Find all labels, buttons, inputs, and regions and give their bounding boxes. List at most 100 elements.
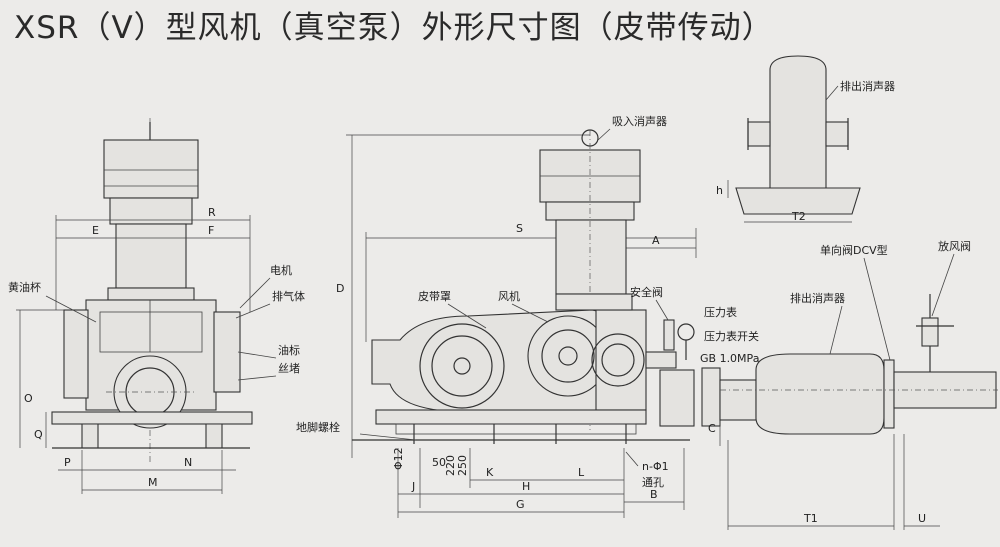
blower-housing <box>595 309 647 411</box>
blower-shaft <box>558 346 578 366</box>
side-view: R E F O Q P N M 黄油杯 电机 <box>8 118 305 494</box>
leader-motor <box>239 277 271 309</box>
label-oil-mark: 油标 <box>278 343 300 357</box>
leader-exhaust-top <box>825 85 839 101</box>
leader-exhaust-silencer <box>829 305 843 355</box>
label-gb-thread: GB 1.0MPa <box>700 352 759 365</box>
dim-R: R <box>208 206 216 219</box>
dim-T2: T2 <box>791 210 806 223</box>
leader-anchor-bolt <box>359 433 417 441</box>
blower-top-flange <box>555 293 633 311</box>
side-end-cover-right <box>213 311 241 393</box>
dim-E: E <box>92 224 99 237</box>
dim-T1: T1 <box>803 512 818 525</box>
vent-valve-body <box>921 317 939 347</box>
leader-holes <box>625 451 639 467</box>
label-anchor-bolt: 地脚螺栓 <box>296 420 340 434</box>
leader-fan <box>511 303 549 323</box>
dim-220: 220 <box>444 455 457 476</box>
label-through-hole: 通孔 <box>642 476 664 489</box>
dim-G: G <box>516 498 525 511</box>
dim-A: A <box>652 234 660 247</box>
dim-S: S <box>516 222 523 235</box>
dim-O: O <box>24 392 33 405</box>
label-exhaust-body: 排气体 <box>272 289 305 303</box>
dim-H: H <box>522 480 530 493</box>
label-exhaust-silencer-top: 排出消声器 <box>840 79 895 93</box>
blower-end-ring <box>541 329 595 383</box>
label-gauge-switch: 压力表开关 <box>704 329 759 343</box>
motor-shaft <box>453 357 471 375</box>
side-intake-pipe <box>115 223 187 289</box>
label-belt-cover: 皮带罩 <box>418 290 451 303</box>
side-end-cover-left <box>63 309 89 399</box>
intake-pipe <box>555 219 627 295</box>
leader-oil-cup <box>45 295 97 323</box>
leader-safety-valve <box>655 299 669 321</box>
label-oil-cup: 黄油杯 <box>8 280 41 294</box>
dim-250: 250 <box>456 455 469 476</box>
leader-oil-mark <box>237 351 277 359</box>
leader-check-valve <box>863 257 891 361</box>
label-motor: 电机 <box>270 263 292 277</box>
outlet-elbow <box>659 369 695 427</box>
side-flange <box>107 287 195 301</box>
side-silencer <box>103 139 199 199</box>
label-exhaust-silencer: 排出消声器 <box>790 291 845 305</box>
exhaust-silencer-column <box>769 55 827 189</box>
dim-M: M <box>148 476 158 489</box>
exhaust-foundation <box>735 187 861 215</box>
label-plug: 丝堵 <box>278 361 300 375</box>
base-rail <box>395 423 637 435</box>
label-intake-silencer: 吸入消声器 <box>612 114 667 128</box>
side-foot-right <box>205 423 223 449</box>
dim-F: F <box>208 224 214 237</box>
dim-phi12: Φ12 <box>392 447 405 470</box>
pipe-segment-1 <box>719 379 757 421</box>
dim-P: P <box>64 456 71 469</box>
dim-D: D <box>336 282 344 295</box>
side-base-plate <box>51 411 253 425</box>
motor-pulley-mid <box>431 335 493 397</box>
front-view: D S A <box>296 114 759 518</box>
label-check-valve: 单向阀DCV型 <box>820 243 888 257</box>
dim-50: 50 <box>432 456 446 469</box>
leader-plug <box>237 375 277 381</box>
outlet-piping: 单向阀DCV型 放风阀 排出消声器 T1 U <box>719 239 998 530</box>
leader-vent-valve <box>931 253 955 317</box>
dim-U: U <box>918 512 926 525</box>
side-foot-left <box>81 423 99 449</box>
safety-valve <box>663 319 675 351</box>
check-valve <box>883 359 895 429</box>
dim-B: B <box>650 488 658 501</box>
exhaust-silencer-horizontal <box>755 353 885 435</box>
leader-exhaust-body <box>235 303 271 319</box>
leader-intake-silencer <box>597 128 611 141</box>
pressure-gauge <box>677 323 695 341</box>
blower-outlet-bore <box>601 343 635 377</box>
page-title: XSR（V）型风机（真空泵）外形尺寸图（皮带传动） <box>14 10 774 46</box>
exhaust-inlet-left <box>747 121 771 147</box>
exhaust-silencer-detail: T2 h 排出消声器 <box>716 55 895 223</box>
label-holes: n-Φ1 <box>642 460 669 473</box>
outlet-flange-coupling <box>701 367 721 427</box>
dim-h: h <box>716 184 723 197</box>
exhaust-inlet-right <box>825 121 849 147</box>
label-fan: 风机 <box>498 289 520 303</box>
dim-L: L <box>578 466 585 479</box>
label-safety-valve: 安全阀 <box>630 285 663 299</box>
dim-Q: Q <box>34 428 43 441</box>
dim-C: C <box>708 422 716 435</box>
base-frame <box>375 409 647 425</box>
label-pressure-gauge: 压力表 <box>704 305 737 319</box>
leader-belt-cover <box>447 303 487 329</box>
dim-K: K <box>486 466 494 479</box>
side-body-panel <box>99 311 203 353</box>
dim-N: N <box>184 456 192 469</box>
motor-pulley-outer <box>419 323 505 409</box>
outlet-stub <box>645 351 677 369</box>
dim-J: J <box>411 480 415 493</box>
label-vent-valve: 放风阀 <box>938 239 971 253</box>
